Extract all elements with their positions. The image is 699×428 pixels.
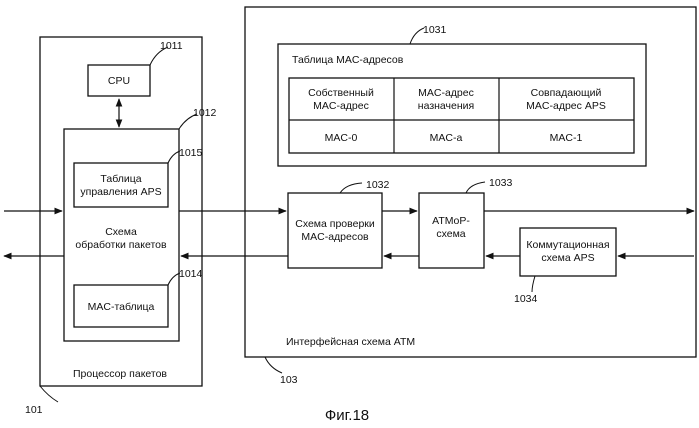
packet-processor-label: Процессор пакетов (73, 368, 167, 380)
aps-switch-label-1: Коммутационная (526, 239, 609, 251)
mac-address-table-leader (410, 28, 424, 44)
mac-address-grid: Собственный MAC-адрес MAC-адрес назначен… (289, 78, 634, 153)
atm-interface-ref: 103 (280, 374, 298, 386)
atmop-label-2: схема (436, 228, 465, 240)
figure-caption: Фиг.18 (325, 407, 369, 424)
atmop-ref: 1033 (489, 177, 513, 189)
aps-table-label-2: управления APS (80, 186, 161, 198)
packet-circuit-ref: 1012 (193, 107, 217, 119)
mac-grid-value-1: MAC-0 (325, 132, 358, 144)
packet-circuit-label-1: Схема (105, 226, 137, 238)
mac-check-ref: 1032 (366, 179, 390, 191)
cpu-label: CPU (108, 75, 130, 87)
mac-grid-header-1-line2: MAC-адрес (313, 100, 369, 112)
mac-grid-header-3-line2: MAC-адрес APS (526, 100, 606, 112)
mac-check-leader (340, 183, 362, 193)
atmop-leader (466, 182, 485, 193)
mac-grid-header-2-line1: MAC-адрес (418, 87, 474, 99)
mac-grid-header-2-line2: назначения (418, 100, 474, 112)
mac-grid-header-3-line1: Совпадающий (531, 87, 602, 99)
atm-interface-label: Интерфейсная схема ATM (286, 336, 415, 348)
packet-processor-leader (40, 386, 58, 402)
atm-interface-leader (265, 357, 282, 373)
mac-grid-value-2: MAC-a (430, 132, 463, 144)
mac-grid-header-1-line1: Собственный (308, 87, 374, 99)
atmop-label-1: ATMoP- (432, 215, 470, 227)
mac-grid-value-3: MAC-1 (550, 132, 583, 144)
aps-table-label-1: Таблица (100, 173, 141, 185)
cpu-ref: 1011 (160, 40, 183, 52)
mac-check-label-1: Схема проверки (295, 218, 375, 230)
aps-table-ref: 1015 (179, 147, 203, 159)
aps-table-box (74, 163, 168, 207)
mac-check-label-2: MAC-адресов (301, 231, 369, 243)
aps-switch-leader (532, 276, 535, 292)
packet-circuit-label-2: обработки пакетов (75, 239, 167, 251)
aps-switch-ref: 1034 (514, 293, 538, 305)
mac-table-label: MAC-таблица (88, 301, 155, 313)
mac-address-table-ref: 1031 (423, 24, 447, 36)
mac-address-table-title: Таблица MAC-адресов (292, 54, 404, 66)
packet-processor-ref: 101 (25, 404, 43, 416)
aps-switch-label-2: схема APS (541, 252, 594, 264)
mac-table-ref: 1014 (179, 268, 203, 280)
